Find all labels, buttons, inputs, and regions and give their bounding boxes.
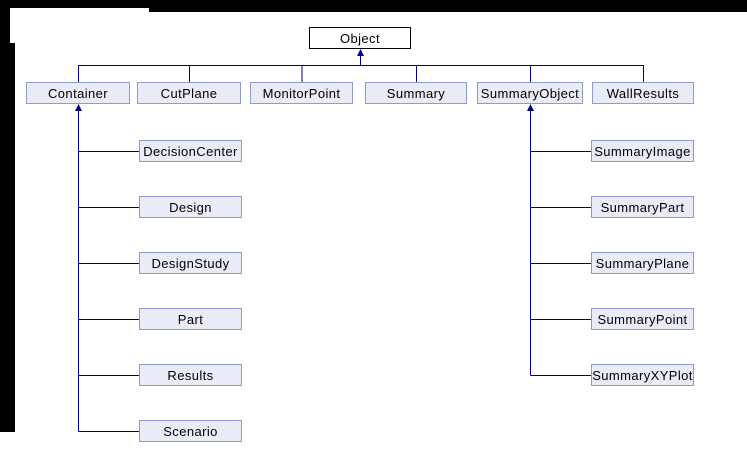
node-summarypoint[interactable]: SummaryPoint (591, 308, 694, 330)
inheritance-arrowhead-up-icon (527, 104, 534, 111)
node-designstudy[interactable]: DesignStudy (139, 252, 242, 274)
inheritance-arrowhead-up-icon (357, 49, 364, 56)
node-summaryimage[interactable]: SummaryImage (591, 140, 694, 162)
node-wallresults[interactable]: WallResults (592, 82, 694, 104)
node-summaryobject[interactable]: SummaryObject (477, 82, 583, 104)
node-cutplane[interactable]: CutPlane (137, 82, 241, 104)
window-mask-left-column (0, 43, 15, 432)
node-summaryplane[interactable]: SummaryPlane (591, 252, 694, 274)
node-part[interactable]: Part (139, 308, 242, 330)
node-decisioncenter[interactable]: DecisionCenter (139, 140, 242, 162)
node-container[interactable]: Container (26, 82, 130, 104)
node-summary[interactable]: Summary (365, 82, 467, 104)
node-summarypart[interactable]: SummaryPart (591, 196, 694, 218)
node-object: Object (309, 27, 411, 49)
window-mask-top-right (149, 0, 747, 12)
node-monitorpoint[interactable]: MonitorPoint (250, 82, 353, 104)
window-mask-left-upper (0, 0, 10, 43)
inheritance-arrowhead-up-icon (75, 104, 82, 111)
node-scenario[interactable]: Scenario (139, 420, 242, 442)
node-summaryxyplot[interactable]: SummaryXYPlot (591, 364, 694, 386)
node-results[interactable]: Results (139, 364, 242, 386)
window-mask-top-left (0, 0, 149, 8)
node-design[interactable]: Design (139, 196, 242, 218)
